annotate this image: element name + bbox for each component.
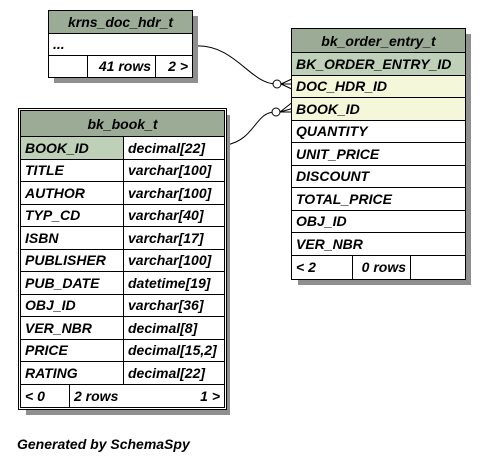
table-row[interactable]: TOTAL_PRICE xyxy=(292,188,465,211)
column-type: decimal[22] xyxy=(123,362,224,384)
table-header: bk_book_t xyxy=(21,111,224,137)
table-row[interactable]: QUANTITY xyxy=(292,121,465,143)
table-row[interactable]: AUTHOR varchar[100] xyxy=(21,182,224,205)
table-footer: < 2 0 rows xyxy=(292,255,465,279)
table-row[interactable]: ISBN varchar[17] xyxy=(21,227,224,250)
row-count: 0 rows xyxy=(352,255,410,279)
column-name: AUTHOR xyxy=(25,184,85,201)
column-type: varchar[17] xyxy=(123,227,224,249)
column-type: decimal[8] xyxy=(123,317,224,339)
column-type: varchar[40] xyxy=(123,204,224,226)
table-title: bk_book_t xyxy=(87,115,158,132)
column-name: RATING xyxy=(25,364,78,381)
column-name: ... xyxy=(53,36,65,53)
table-row[interactable]: ... xyxy=(49,34,192,56)
column-name: OBJ_ID xyxy=(296,213,347,230)
column-type: varchar[100] xyxy=(123,182,224,204)
column-name: PUBLISHER xyxy=(25,252,106,269)
table-row[interactable]: VER_NBR decimal[8] xyxy=(21,317,224,340)
table-footer: < 0 2 rows 1 > xyxy=(21,384,224,407)
table-row[interactable]: OBJ_ID varchar[36] xyxy=(21,294,224,317)
column-name: UNIT_PRICE xyxy=(296,145,380,162)
column-name: DISCOUNT xyxy=(296,168,370,185)
column-name: PRICE xyxy=(25,342,68,359)
table-header: krns_doc_hdr_t xyxy=(49,11,192,35)
column-name: TITLE xyxy=(25,162,64,179)
table-row-pk[interactable]: BK_ORDER_ENTRY_ID xyxy=(292,53,465,76)
table-footer: 41 rows 2 > xyxy=(49,55,192,77)
table-header: bk_order_entry_t xyxy=(292,29,465,53)
table-row[interactable]: PUBLISHER varchar[100] xyxy=(21,249,224,272)
column-type: varchar[100] xyxy=(123,249,224,271)
column-name: VER_NBR xyxy=(25,319,92,336)
column-name: BOOK_ID xyxy=(25,139,89,156)
edge-book-optional-marker xyxy=(271,107,281,117)
table-bk-order-entry-t[interactable]: bk_order_entry_t BK_ORDER_ENTRY_ID DOC_H… xyxy=(291,28,466,280)
generated-by-caption: Generated by SchemaSpy xyxy=(17,436,190,452)
row-count: 2 rows xyxy=(69,384,123,407)
row-count: 41 rows xyxy=(87,55,155,77)
column-name: BOOK_ID xyxy=(296,100,360,117)
column-type: datetime[19] xyxy=(123,272,224,294)
column-name: QUANTITY xyxy=(296,123,368,140)
table-title: bk_order_entry_t xyxy=(321,32,436,49)
column-name: BK_ORDER_ENTRY_ID xyxy=(296,55,452,72)
table-row[interactable]: PUB_DATE datetime[19] xyxy=(21,272,224,295)
column-name: PUB_DATE xyxy=(25,274,100,291)
table-row[interactable]: TITLE varchar[100] xyxy=(21,159,224,182)
table-krns-doc-hdr-t[interactable]: krns_doc_hdr_t ... 41 rows 2 > xyxy=(48,10,193,78)
table-row[interactable]: DISCOUNT xyxy=(292,166,465,188)
column-name: ISBN xyxy=(25,229,59,246)
column-type: varchar[100] xyxy=(123,159,224,181)
table-row[interactable]: OBJ_ID xyxy=(292,211,465,233)
children-link[interactable]: 2 > xyxy=(155,55,192,77)
column-name: DOC_HDR_ID xyxy=(296,78,388,95)
table-row-fk[interactable]: DOC_HDR_ID xyxy=(292,75,465,98)
table-bk-book-t[interactable]: bk_book_t BOOK_ID decimal[22] TITLE varc… xyxy=(18,108,227,410)
table-row[interactable]: RATING decimal[22] xyxy=(21,362,224,385)
table-row[interactable]: PRICE decimal[15,2] xyxy=(21,339,224,362)
table-row[interactable]: TYP_CD varchar[40] xyxy=(21,204,224,227)
table-row-pk[interactable]: BOOK_ID decimal[22] xyxy=(21,137,224,160)
parents-link[interactable]: < 0 xyxy=(25,387,45,404)
edge-doc-hdr-to-order-entry xyxy=(194,45,277,85)
column-type: decimal[15,2] xyxy=(123,339,224,361)
column-type: varchar[36] xyxy=(123,294,224,316)
parents-link[interactable]: < 2 xyxy=(296,259,316,275)
table-row[interactable]: UNIT_PRICE xyxy=(292,143,465,166)
column-name: OBJ_ID xyxy=(25,297,76,314)
column-type: decimal[22] xyxy=(123,137,224,159)
table-row-fk[interactable]: BOOK_ID xyxy=(292,98,465,121)
children-link[interactable]: 1 > xyxy=(200,387,220,404)
edge-book-to-order-entry xyxy=(225,111,276,146)
table-title: krns_doc_hdr_t xyxy=(67,14,174,31)
column-name: VER_NBR xyxy=(296,235,363,252)
column-name: TYP_CD xyxy=(25,207,81,224)
edge-doc-hdr-optional-marker xyxy=(272,79,282,89)
table-row[interactable]: VER_NBR xyxy=(292,233,465,256)
column-name: TOTAL_PRICE xyxy=(296,190,392,207)
